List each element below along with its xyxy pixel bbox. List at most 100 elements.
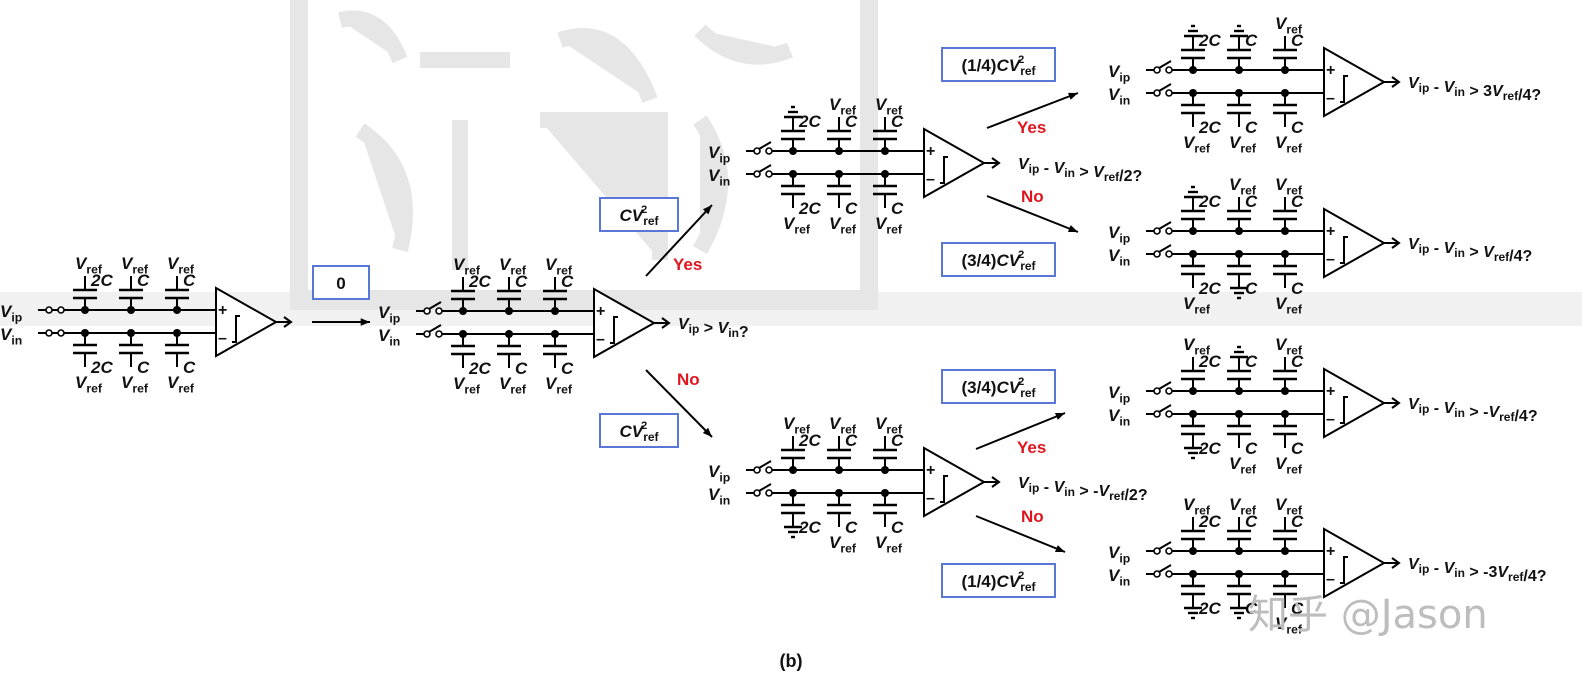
vip-label: Vip [1108, 62, 1130, 84]
capacitor-label: C [891, 431, 904, 450]
vref-label: Vref [829, 95, 857, 117]
clock-symbol [232, 315, 240, 343]
plus-sign: + [1326, 62, 1335, 79]
node-dot [835, 170, 843, 178]
capacitor-label: C [561, 272, 574, 291]
node-dot [127, 306, 135, 314]
capacitor-label: C [1245, 118, 1258, 137]
minus-sign: – [1326, 90, 1335, 107]
node-dot [1281, 66, 1289, 74]
no-label: No [677, 370, 700, 389]
vin-label: Vin [1108, 246, 1130, 268]
vin-label: Vin [0, 325, 22, 347]
vref-label: Vref [1275, 614, 1303, 636]
switch-open-icon [1146, 404, 1326, 418]
circuit-stages: VipVin2CVref2CVrefCVrefCVrefCVrefCVref+–… [0, 14, 1547, 636]
node-dot [789, 466, 797, 474]
vref-label: Vref [1275, 294, 1303, 316]
node-dot [881, 489, 889, 497]
node-dot [505, 307, 513, 315]
arrow-no [645, 369, 713, 438]
arrow-yes [645, 204, 713, 277]
switch-open-icon [1146, 60, 1326, 74]
capacitor-label: 2C [798, 199, 821, 218]
arrow-yes [975, 412, 1066, 450]
switch-open-icon [746, 164, 926, 178]
arrow-yes [986, 92, 1079, 129]
capacitor-label: C [1291, 599, 1304, 618]
vref-label: Vref [121, 254, 149, 276]
circuit-stage-bit1: VipVin2CVref2CVrefCVrefCVrefCVrefCVref+–… [378, 255, 749, 396]
vip-label: Vip [708, 462, 730, 484]
node-dot [81, 306, 89, 314]
vref-label: Vref [875, 214, 903, 236]
vref-label: Vref [121, 373, 149, 395]
vref-label: Vref [875, 95, 903, 117]
clock-symbol [1340, 75, 1348, 103]
capacitor-label: C [1245, 352, 1258, 371]
node-dot [551, 330, 559, 338]
minus-sign: – [1326, 251, 1335, 268]
capacitor-label: C [183, 358, 196, 377]
minus-sign: – [926, 171, 935, 188]
vref-label: Vref [829, 214, 857, 236]
capacitor-label: C [561, 359, 574, 378]
plus-sign: + [926, 462, 935, 479]
capacitor-label: C [137, 358, 150, 377]
capacitor-label: 2C [798, 431, 821, 450]
node-dot [789, 489, 797, 497]
comparator-icon: +– [1323, 527, 1387, 599]
node-dot [505, 330, 513, 338]
capacitor-label: 2C [1198, 279, 1221, 298]
vref-label: Vref [1275, 14, 1303, 36]
capacitor-label: 2C [90, 358, 113, 377]
vref-label: Vref [1275, 495, 1303, 517]
minus-sign: – [1326, 411, 1335, 428]
capacitor-label: C [1291, 439, 1304, 458]
vref-label: Vref [1229, 495, 1257, 517]
capacitor-label: 2C [468, 359, 491, 378]
switch-closed-icon [38, 306, 218, 314]
comparator-icon: +– [1323, 367, 1387, 439]
node-dot [881, 147, 889, 155]
clock-symbol [940, 475, 948, 503]
comparison-question: Vip - Vin > 3Vref/4? [1408, 75, 1541, 104]
circuit-stage-bit2-no: VipVin2CVref2CCVrefCVrefCVrefCVref+–Vip … [708, 414, 1148, 555]
comparator-icon: +– [923, 446, 987, 518]
switch-open-icon [1146, 541, 1326, 555]
vin-label: Vin [708, 485, 730, 507]
comparison-question: Vip - Vin > Vref/2? [1018, 156, 1142, 185]
capacitor-label: 2C [1198, 192, 1221, 211]
capacitor-label: C [515, 359, 528, 378]
vref-label: Vref [75, 254, 103, 276]
node-dot [173, 329, 181, 337]
vref-label: Vref [1229, 133, 1257, 155]
vref-label: Vref [1183, 495, 1211, 517]
no-label: No [1021, 507, 1044, 526]
node-dot [1281, 227, 1289, 235]
capacitor-label: C [1245, 31, 1258, 50]
switch-open-icon [1146, 83, 1326, 97]
vref-label: Vref [545, 374, 573, 396]
capacitor-label: C [1291, 118, 1304, 137]
capacitor-label: C [1245, 599, 1258, 618]
node-dot [1281, 387, 1289, 395]
switch-open-icon [1146, 221, 1326, 235]
zhihu-watermark: 知乎 @Jason [1248, 592, 1488, 638]
comparison-question: Vip > Vin? [678, 316, 749, 341]
yes-label: Yes [1017, 118, 1046, 137]
switch-open-icon [746, 460, 926, 474]
node-dot [1235, 410, 1243, 418]
comparator-icon: +– [923, 127, 987, 199]
vref-label: Vref [875, 533, 903, 555]
vin-label: Vin [1108, 406, 1130, 428]
vip-label: Vip [0, 302, 22, 324]
node-dot [789, 170, 797, 178]
